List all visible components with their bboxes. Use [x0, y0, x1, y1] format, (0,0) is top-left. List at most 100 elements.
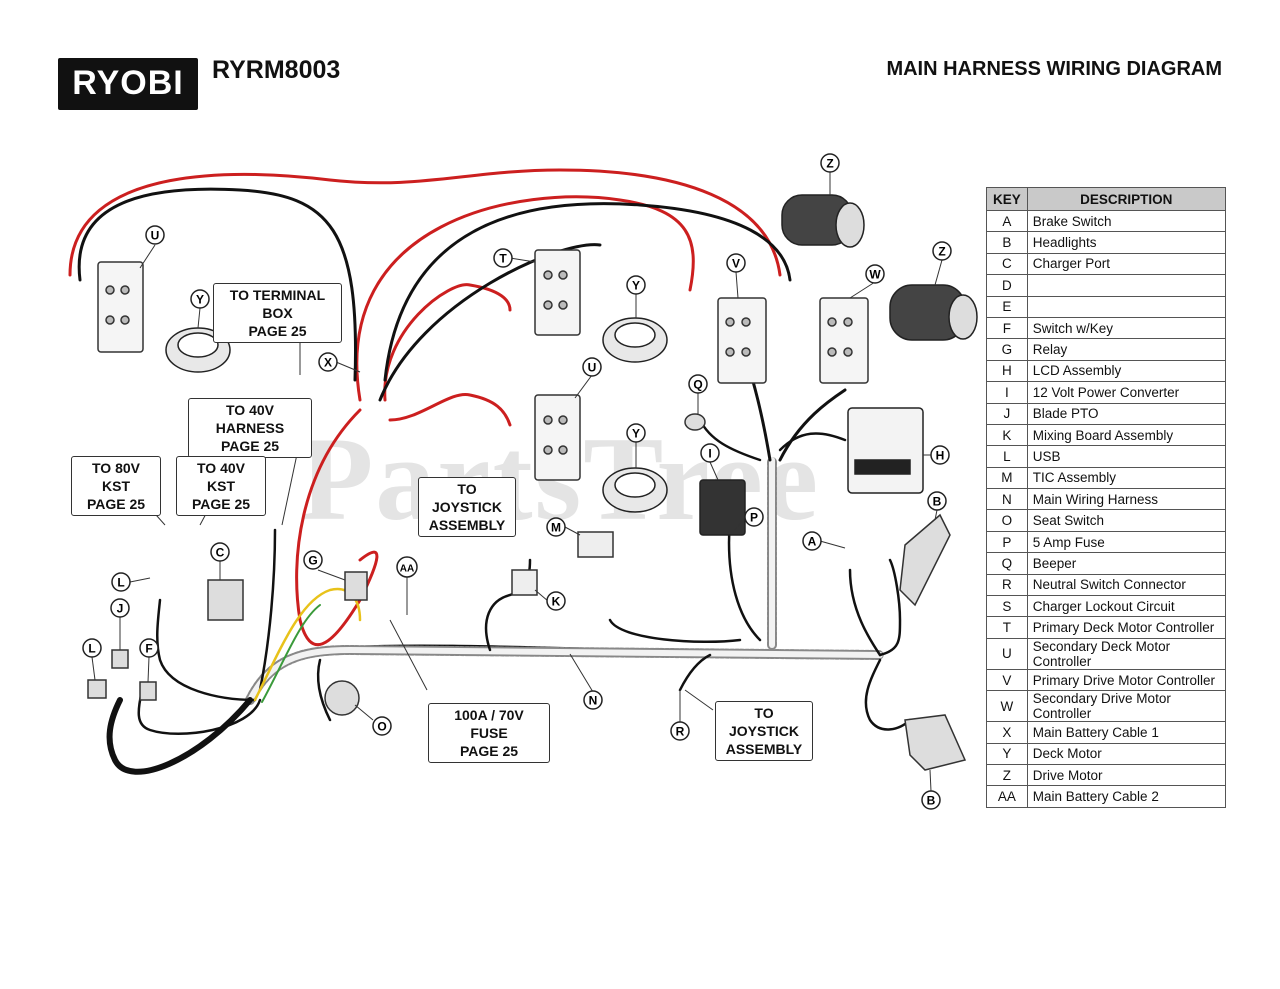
key-cell: K — [986, 423, 1028, 447]
description-cell: Blade PTO — [1026, 402, 1226, 425]
description-cell: Primary Deck Motor Controller — [1026, 616, 1226, 639]
ryobi-logo: RYOBI — [58, 58, 198, 110]
key-cell: E — [986, 295, 1028, 318]
description-cell — [1026, 295, 1226, 318]
callout-letter: O — [377, 720, 386, 734]
description-cell: 12 Volt Power Converter — [1026, 381, 1226, 404]
description-cell: Main Wiring Harness — [1026, 488, 1226, 511]
callout-circle-f: F — [139, 638, 159, 658]
seat-switch — [324, 680, 360, 716]
key-cell: Z — [986, 763, 1028, 787]
callout-fuse-line1: 100A / 70V FUSE — [454, 707, 524, 741]
usb-port — [87, 679, 107, 699]
callout-circle-o: O — [372, 716, 392, 736]
callout-letter: W — [869, 268, 881, 282]
callout-joystick-1-line1: TO JOYSTICK — [431, 481, 502, 515]
description-cell: Deck Motor — [1026, 742, 1226, 765]
description-cell: USB — [1026, 445, 1226, 468]
callout-circle-j: J — [110, 598, 130, 618]
deck-motor-bottom — [602, 467, 668, 513]
red-cable-u — [388, 392, 512, 427]
primary-deck-controller — [534, 249, 581, 336]
callout-fuse: 100A / 70V FUSE PAGE 25 — [428, 703, 550, 763]
key-cell: F — [986, 316, 1028, 340]
black-cable-right — [878, 558, 902, 657]
callout-fuse-line2: PAGE 25 — [459, 743, 519, 759]
black-cable-mid — [378, 243, 602, 402]
description-cell: Charger Port — [1026, 252, 1226, 276]
callout-letter: L — [88, 642, 95, 656]
primary-drive-controller — [717, 297, 767, 384]
black-cable-left-2 — [156, 598, 257, 702]
description-cell — [1026, 274, 1226, 297]
key-cell: C — [986, 252, 1028, 276]
key-cell: R — [986, 573, 1028, 597]
description-cell: Secondary Drive Motor Controller — [1026, 690, 1226, 723]
callout-letter: F — [145, 642, 152, 656]
callout-40v-kst-line1: TO 40V KST — [197, 460, 245, 494]
table-row: D — [986, 274, 1226, 297]
callout-circle-y2: Y — [626, 275, 646, 295]
black-cable-upper — [383, 202, 792, 382]
description-cell: Beeper — [1026, 552, 1226, 575]
callout-circle-x: X — [318, 352, 338, 372]
callout-letter: K — [552, 595, 561, 609]
key-cell: Q — [986, 552, 1028, 575]
description-cell: TIC Assembly — [1026, 466, 1226, 490]
callout-letter: B — [927, 794, 936, 808]
power-converter — [699, 479, 746, 536]
callout-letter: L — [117, 576, 124, 590]
key-cell: S — [986, 595, 1028, 618]
callout-letter: N — [589, 694, 598, 708]
callout-letter: Y — [196, 293, 204, 307]
callout-circle-l1: L — [111, 572, 131, 592]
callout-circle-v: V — [726, 253, 746, 273]
callout-40v-harness-line2: PAGE 25 — [220, 438, 280, 454]
callout-letter: B — [933, 495, 942, 509]
callout-circle-u2: U — [582, 357, 602, 377]
secondary-deck-controller — [534, 394, 581, 481]
black-cable-o — [316, 658, 332, 722]
black-cable-left-loop — [106, 697, 253, 775]
key-cell: M — [986, 466, 1028, 490]
black-cable-40v — [258, 528, 277, 692]
drive-motor-top — [781, 194, 865, 248]
description-column-header: DESCRIPTION — [1026, 187, 1226, 211]
callout-circle-y1: Y — [190, 289, 210, 309]
lcd-assembly — [847, 407, 924, 494]
callout-circle-z1: Z — [820, 153, 840, 173]
key-cell: B — [986, 231, 1028, 254]
callout-letter: Z — [938, 245, 945, 259]
callout-circle-b2: B — [921, 790, 941, 810]
callout-circle-q: Q — [688, 374, 708, 394]
black-cable-m — [608, 618, 742, 644]
secondary-deck-controller-left — [97, 261, 144, 353]
key-cell: D — [986, 274, 1028, 297]
callout-circle-c: C — [210, 542, 230, 562]
callout-80v-kst-line1: TO 80V KST — [92, 460, 140, 494]
key-cell: G — [986, 338, 1028, 361]
callout-circle-h: H — [930, 445, 950, 465]
callout-circle-g: G — [303, 550, 323, 570]
callout-letter: H — [936, 449, 945, 463]
callout-40v-kst: TO 40V KST PAGE 25 — [176, 456, 266, 516]
callout-letter: R — [676, 725, 685, 739]
red-cable-mid — [355, 195, 695, 402]
black-cable-top — [77, 187, 358, 382]
description-cell: Primary Drive Motor Controller — [1026, 668, 1226, 692]
black-cable-b2 — [864, 658, 912, 731]
description-cell: Seat Switch — [1026, 509, 1226, 532]
callout-letter: V — [732, 257, 740, 271]
callout-circle-i: I — [700, 443, 720, 463]
callout-letter: I — [708, 447, 711, 461]
